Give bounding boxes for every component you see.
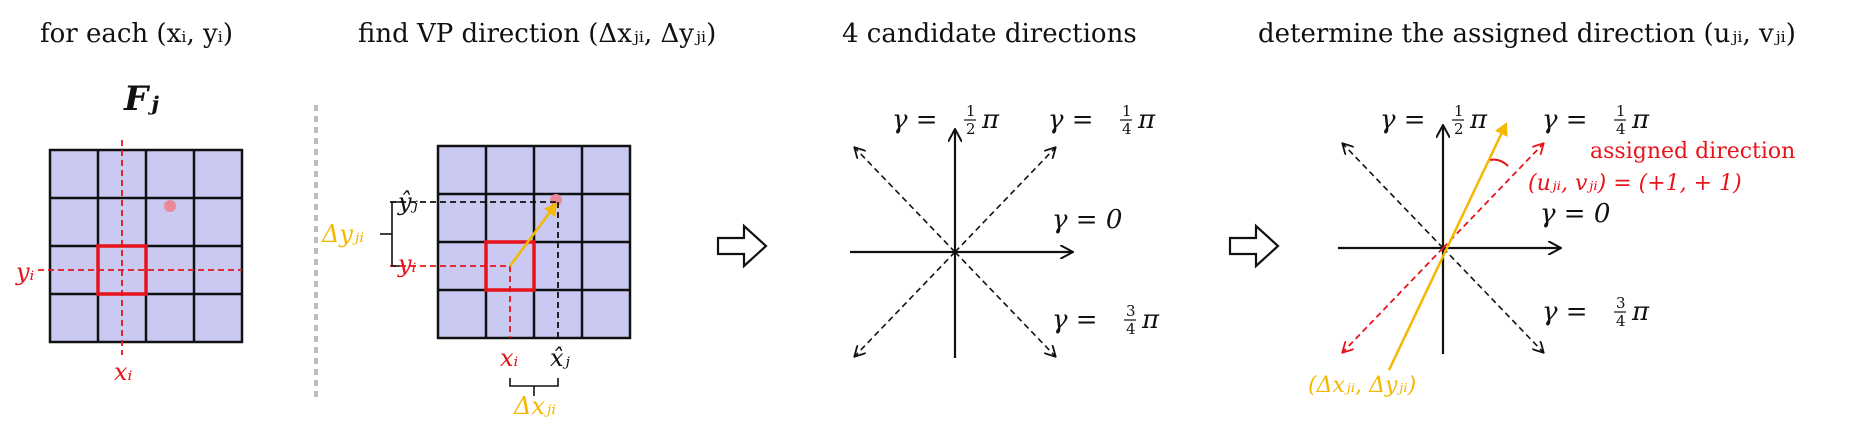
svg-text:1: 1 xyxy=(966,102,976,120)
yhat-label: ŷⱼ xyxy=(397,188,419,216)
svg-text:3: 3 xyxy=(1616,294,1626,312)
svg-text:4: 4 xyxy=(1122,120,1132,138)
svg-text:1: 1 xyxy=(1616,102,1626,120)
diag-se xyxy=(954,251,1055,356)
svg-text:1: 1 xyxy=(1454,102,1464,120)
svg-text:π: π xyxy=(981,105,1000,135)
svg-text:4: 4 xyxy=(1616,120,1626,138)
gamma-quarter-label-p4: γ = xyxy=(1542,105,1588,135)
svg-text:1: 1 xyxy=(1122,102,1132,120)
svg-text:2: 2 xyxy=(1454,120,1464,138)
svg-text:π: π xyxy=(1631,297,1650,327)
xhat-label: x̂ⱼ xyxy=(550,344,571,372)
vp-dot xyxy=(164,200,176,212)
dx-label: Δxⱼᵢ xyxy=(513,392,556,420)
vp-direction-label: (Δxⱼᵢ, Δyⱼᵢ) xyxy=(1308,373,1416,398)
gamma-quarter-label: γ = xyxy=(1048,105,1094,135)
gamma-zero-label: γ = 0 xyxy=(1052,205,1122,235)
current-cell-2 xyxy=(484,240,536,292)
yi-label-2: yᵢ xyxy=(397,250,417,278)
gamma-threequarter-label-p4: γ = xyxy=(1542,297,1588,327)
svg-text:π: π xyxy=(1137,105,1156,135)
diag-nw-p4 xyxy=(1343,144,1444,249)
assigned-direction-title: assigned direction xyxy=(1590,139,1795,164)
diag-nw xyxy=(855,148,956,253)
diag-ne xyxy=(954,148,1055,253)
svg-text:2: 2 xyxy=(966,120,976,138)
vp-direction-arrow xyxy=(508,202,558,267)
gamma-half-label-p4: γ = xyxy=(1380,105,1426,135)
panel-1: Fⱼ xᵢ yᵢ xyxy=(15,79,244,386)
dx-bracket xyxy=(509,378,559,387)
svg-text:π: π xyxy=(1141,305,1160,335)
xi-label: xᵢ xyxy=(114,358,133,386)
vp-direction-arrow-p4 xyxy=(1387,122,1508,371)
svg-text:4: 4 xyxy=(1616,312,1626,330)
diag-se-p4 xyxy=(1442,247,1543,352)
svg-text:3: 3 xyxy=(1126,302,1136,320)
flow-arrow-2 xyxy=(1228,223,1280,269)
flow-arrow-1 xyxy=(716,223,768,269)
svg-text:π: π xyxy=(1469,105,1488,135)
gamma-zero-label-p4: γ = 0 xyxy=(1540,199,1610,229)
angle-arc xyxy=(1489,158,1509,167)
dy-label: Δyⱼᵢ xyxy=(321,220,364,248)
title-find-vp: find VP direction (Δxⱼᵢ, Δyⱼᵢ) xyxy=(358,19,716,49)
svg-text:π: π xyxy=(1631,105,1650,135)
current-cell xyxy=(96,244,148,296)
svg-text:4: 4 xyxy=(1126,320,1136,338)
panel-4: γ = 1 2 π γ = 1 4 π γ = 0 γ = 3 4 π assi… xyxy=(1308,102,1795,398)
panel-2: ŷⱼ yᵢ Δyⱼᵢ xᵢ x̂ⱼ Δxⱼᵢ xyxy=(321,144,632,420)
assigned-diag-ne xyxy=(1442,144,1543,249)
title-assigned: determine the assigned direction (uⱼᵢ, v… xyxy=(1258,19,1796,49)
xi-label-2: xᵢ xyxy=(500,344,519,372)
panel-3: γ = 1 2 π γ = 1 4 π γ = 0 γ = 3 4 π xyxy=(850,102,1160,358)
diag-sw xyxy=(855,251,956,356)
gamma-half-label: γ = xyxy=(892,105,938,135)
grid-label-fj: Fⱼ xyxy=(123,79,159,119)
title-candidates: 4 candidate directions xyxy=(842,19,1137,49)
yi-label: yᵢ xyxy=(15,258,35,286)
assigned-direction-eq: (uⱼᵢ, vⱼᵢ) = (+1, + 1) xyxy=(1528,171,1742,196)
title-for-each: for each (xᵢ, yᵢ) xyxy=(40,19,233,49)
assigned-diag-sw xyxy=(1343,247,1444,352)
gamma-threequarter-label: γ = xyxy=(1052,305,1098,335)
